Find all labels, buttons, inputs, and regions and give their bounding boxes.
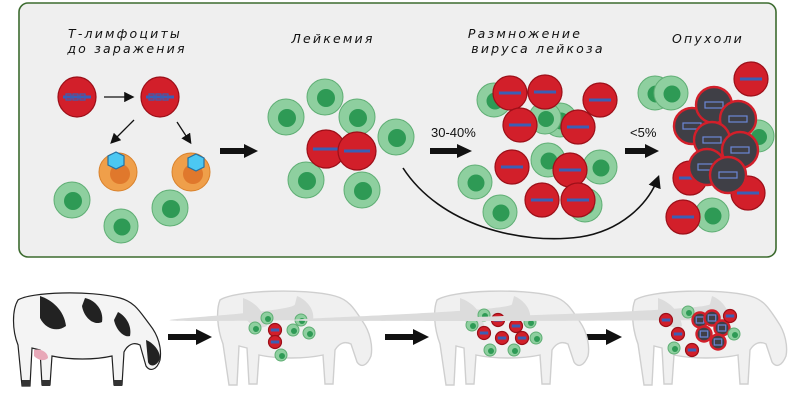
healthy-cell bbox=[248, 321, 262, 335]
infected-cell bbox=[476, 325, 492, 341]
infected-cell bbox=[492, 75, 528, 111]
stage-tumor-cells bbox=[653, 61, 775, 235]
healthy-cell bbox=[483, 343, 497, 357]
infected-cell bbox=[658, 312, 674, 328]
stage-title-line: Размножение bbox=[468, 26, 582, 41]
tumor-cell bbox=[709, 333, 727, 351]
stage-title-line: до заражения bbox=[66, 41, 186, 56]
infected-cell bbox=[57, 76, 97, 118]
virus-icon bbox=[187, 153, 205, 172]
healthy-cell bbox=[529, 331, 543, 345]
tumor-cell bbox=[718, 99, 758, 139]
healthy-cell bbox=[286, 323, 300, 337]
infected-cell bbox=[684, 342, 700, 358]
infected-cell bbox=[267, 322, 283, 338]
infected-cell bbox=[524, 182, 560, 218]
infected-cell bbox=[527, 74, 563, 110]
infected-cell bbox=[733, 61, 769, 97]
infected-cell bbox=[582, 82, 618, 118]
cow-infected-silhouette bbox=[169, 290, 373, 386]
infected-cell bbox=[560, 182, 596, 218]
healthy-cell bbox=[287, 161, 325, 199]
progression-arrow-shaft bbox=[430, 148, 458, 154]
infected-cell bbox=[560, 109, 596, 145]
stage-title-leukemia: Лейкемия bbox=[290, 31, 374, 46]
healthy-cell bbox=[377, 118, 415, 156]
infected-cell bbox=[665, 199, 701, 235]
progression-arrow-shaft bbox=[168, 334, 198, 340]
infected-cell bbox=[337, 131, 377, 171]
infected-cell bbox=[722, 308, 738, 324]
healthy-cell bbox=[302, 326, 316, 340]
transition-label-tumors: <5% bbox=[630, 125, 657, 140]
stage-before-cells bbox=[53, 76, 211, 244]
infected-cell bbox=[552, 152, 588, 188]
infected-cell bbox=[670, 326, 686, 342]
tumor-cell bbox=[708, 155, 748, 195]
healthy-cell bbox=[653, 75, 689, 111]
healthy-cell bbox=[667, 341, 681, 355]
healthy-cell bbox=[482, 194, 518, 230]
progression-arrow-shaft bbox=[578, 334, 608, 340]
arrow-to-apc-left bbox=[110, 119, 135, 144]
stage-title-line: вируса лейкоза bbox=[471, 41, 604, 56]
apc-cell-with-virus bbox=[171, 152, 211, 192]
healthy-cell bbox=[727, 327, 741, 341]
progression-arrow-shaft bbox=[625, 148, 647, 154]
progression-arrow-shaft bbox=[385, 334, 415, 340]
infected-cell bbox=[494, 330, 510, 346]
healthy-cell bbox=[260, 311, 274, 325]
healthy-cell bbox=[151, 189, 189, 227]
healthy-cell bbox=[457, 164, 493, 200]
cow-infected-silhouette bbox=[400, 290, 788, 386]
infected-cell bbox=[140, 76, 180, 118]
healthy-cell bbox=[274, 348, 288, 362]
tumor-cell bbox=[695, 325, 713, 343]
healthy-cell bbox=[582, 149, 618, 185]
stage-leukemia-cells bbox=[267, 78, 415, 209]
tumor-cell bbox=[713, 319, 731, 337]
healthy-cell bbox=[338, 98, 376, 136]
infected-cell bbox=[508, 318, 524, 334]
stage-title-line: Опухоли bbox=[672, 31, 744, 46]
virus-icon bbox=[107, 151, 125, 170]
healthy-cell bbox=[507, 343, 521, 357]
cow-healthy bbox=[12, 292, 162, 387]
apc-cell-with-virus bbox=[98, 151, 138, 192]
healthy-cell bbox=[694, 197, 730, 233]
healthy-cell bbox=[681, 305, 695, 319]
healthy-cell bbox=[306, 78, 344, 116]
stage-title-line: Т-лимфоциты bbox=[68, 26, 182, 41]
arrow-to-apc-right bbox=[176, 121, 192, 145]
infected-cell bbox=[267, 334, 283, 350]
progression-arrow-shaft bbox=[220, 148, 246, 154]
stage-title-before: Т-лимфоциты до заражения bbox=[66, 26, 186, 56]
stage-title-replication: Размножение вируса лейкоза bbox=[468, 26, 604, 56]
stage-title-tumors: Опухоли bbox=[672, 31, 744, 46]
curved-arrow-to-tumors bbox=[402, 167, 661, 240]
healthy-cell bbox=[343, 171, 381, 209]
stage-title-line: Лейкемия bbox=[290, 31, 374, 46]
infected-cell bbox=[514, 330, 530, 346]
healthy-cell bbox=[53, 181, 91, 219]
infected-cell bbox=[502, 107, 538, 143]
tumor-cell bbox=[703, 309, 721, 327]
infected-cell bbox=[494, 149, 530, 185]
transition-label-replication: 30-40% bbox=[431, 125, 476, 140]
healthy-cell bbox=[103, 208, 139, 244]
healthy-cell bbox=[267, 98, 305, 136]
